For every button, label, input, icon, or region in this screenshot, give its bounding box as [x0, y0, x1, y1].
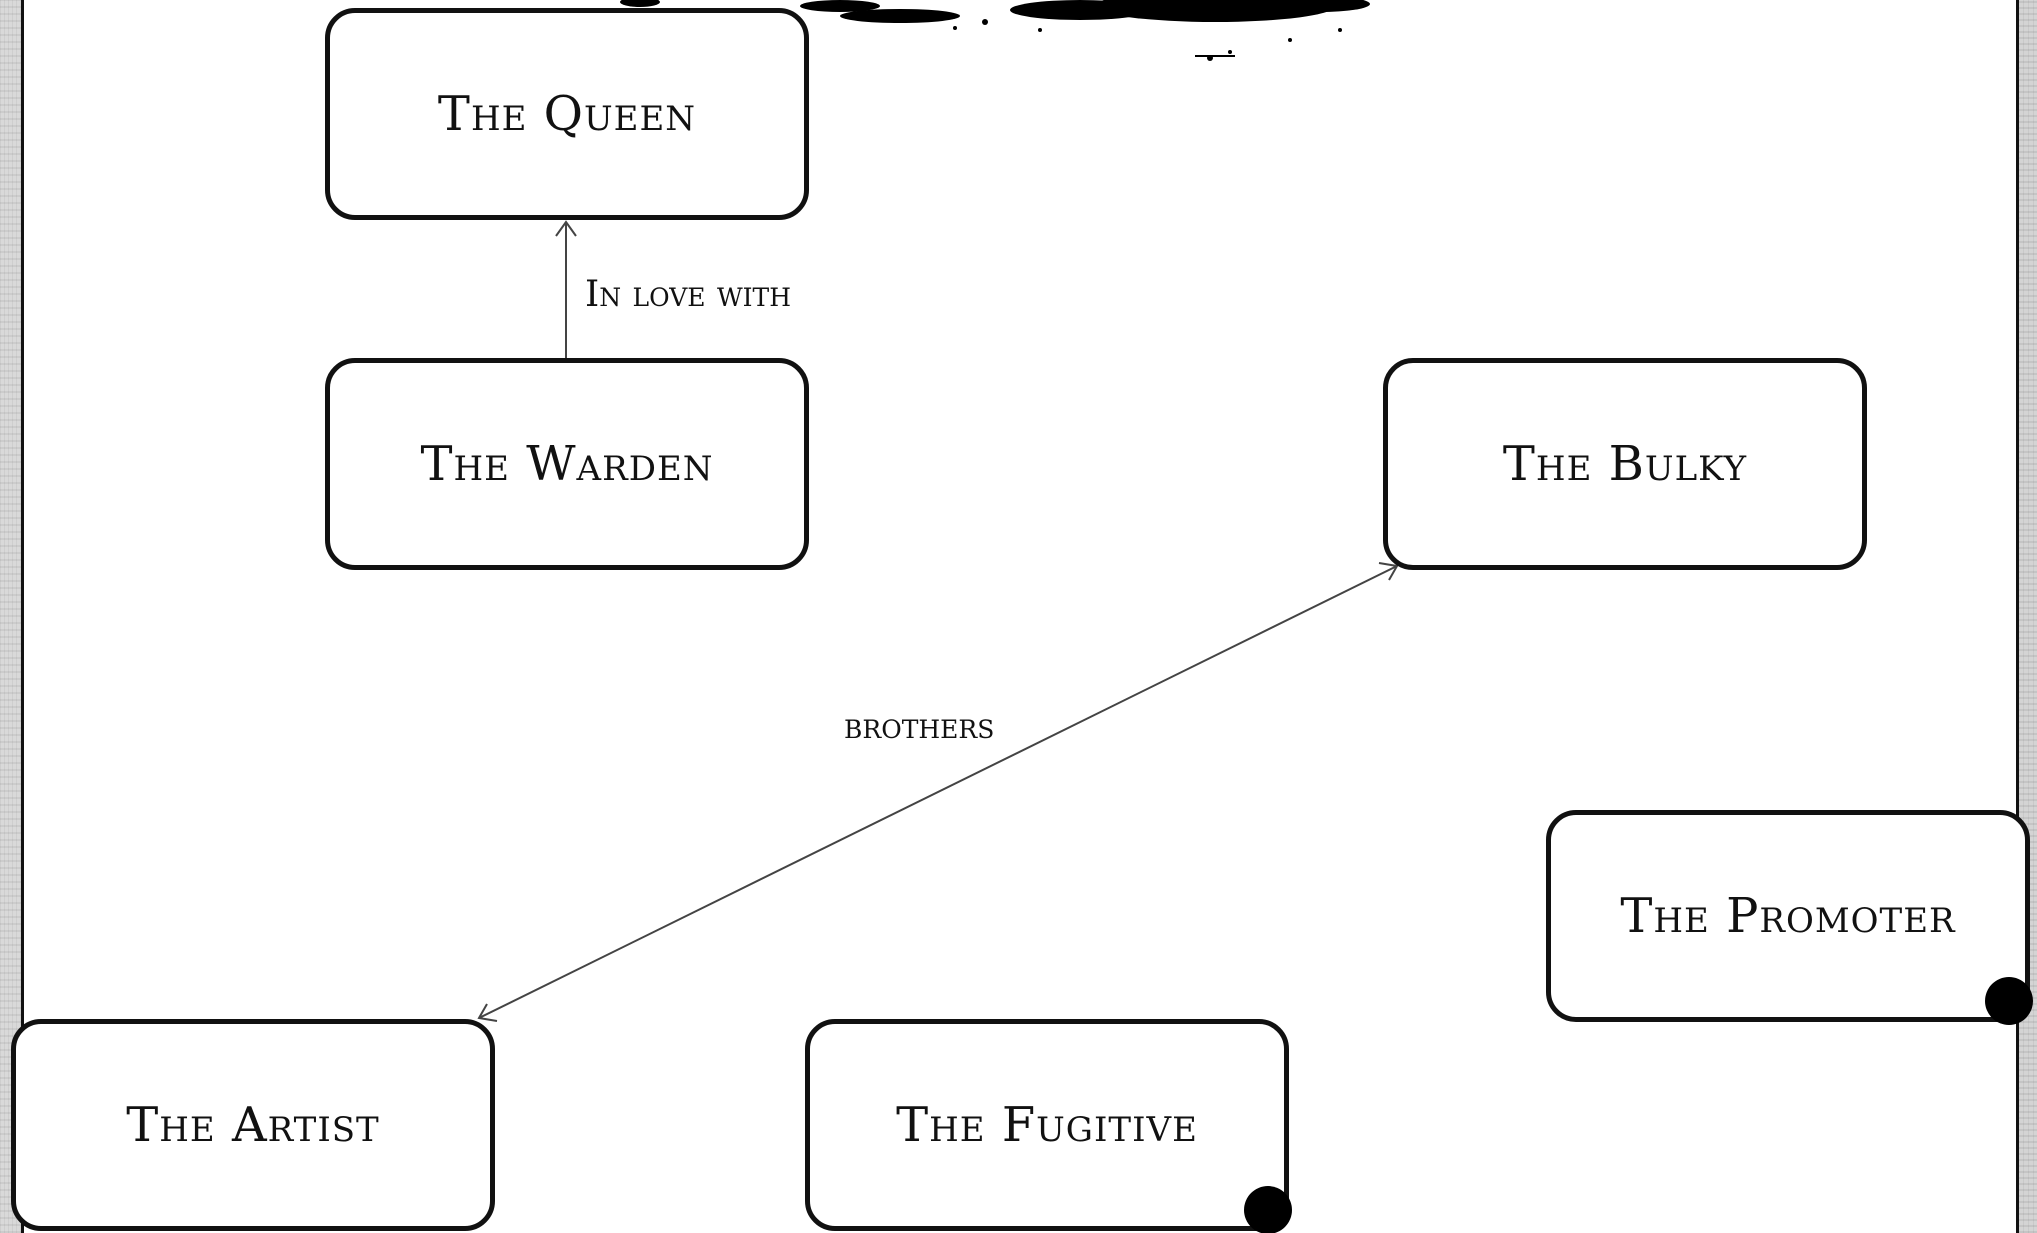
- node-label: The Queen: [437, 86, 697, 142]
- node-queen[interactable]: The Queen: [325, 8, 809, 220]
- edge-label-brothers: brothers: [844, 706, 995, 747]
- edge-label-in-love-with: In love with: [585, 274, 791, 315]
- node-label: The Promoter: [1620, 888, 1956, 944]
- edge-artist-bulky: [477, 562, 1399, 1022]
- node-label: The Bulky: [1502, 436, 1748, 492]
- node-warden[interactable]: The Warden: [325, 358, 809, 570]
- corner-dot-icon: [1985, 977, 2033, 1025]
- node-label: The Warden: [420, 436, 714, 492]
- ink-splatter: [620, 0, 1370, 61]
- node-bulky[interactable]: The Bulky: [1383, 358, 1867, 570]
- frame-border-right: [2016, 0, 2019, 1233]
- node-artist[interactable]: The Artist: [11, 1019, 495, 1231]
- node-label: The Fugitive: [896, 1097, 1198, 1153]
- edge-warden-queen: [555, 220, 577, 358]
- node-fugitive[interactable]: The Fugitive: [805, 1019, 1292, 1233]
- frame-border-left: [21, 0, 24, 1233]
- corner-dot-icon: [1244, 1186, 1292, 1233]
- paper-texture-left: [0, 0, 21, 1233]
- node-label: The Artist: [126, 1097, 380, 1153]
- node-promoter[interactable]: The Promoter: [1546, 810, 2033, 1025]
